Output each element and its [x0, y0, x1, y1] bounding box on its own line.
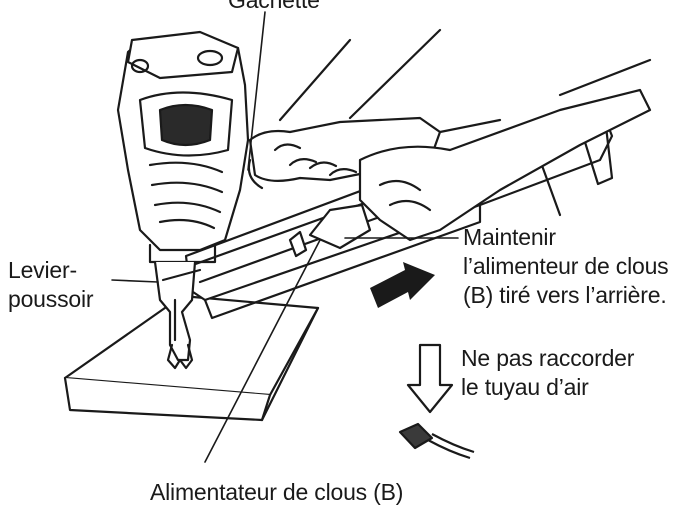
wood-board [63, 294, 320, 422]
trigger-label: Gâchette [228, 0, 320, 13]
hold-feeder-line2: l’alimenteur de clous [463, 253, 669, 279]
contact-arm-label-line2: poussoir [8, 286, 94, 312]
no-air-hose-line2: le tuyau d’air [461, 374, 589, 400]
feeder-hand [358, 58, 652, 242]
hold-feeder-line3: (B) tiré vers l’arrière. [463, 282, 667, 308]
hold-feeder-line1: Maintenir [463, 224, 556, 250]
down-arrow-icon [406, 343, 454, 414]
nailer-body [116, 30, 250, 264]
no-air-hose-line1: Ne pas raccorder [461, 345, 635, 371]
leader-lines [111, 11, 459, 463]
nail-feeder-label: Alimentateur de clous (B) [150, 479, 404, 505]
contact-arm-label: Levier- poussoir [8, 256, 94, 314]
contact-arm [153, 260, 202, 370]
no-air-hose-instruction: Ne pas raccorder le tuyau d’air [461, 344, 634, 402]
hold-feeder-instruction: Maintenir l’alimenteur de clous (B) tiré… [463, 223, 669, 310]
contact-arm-label-line1: Levier- [8, 257, 77, 283]
air-hose-icon [398, 422, 475, 460]
direction-arrow-icon [370, 262, 435, 308]
